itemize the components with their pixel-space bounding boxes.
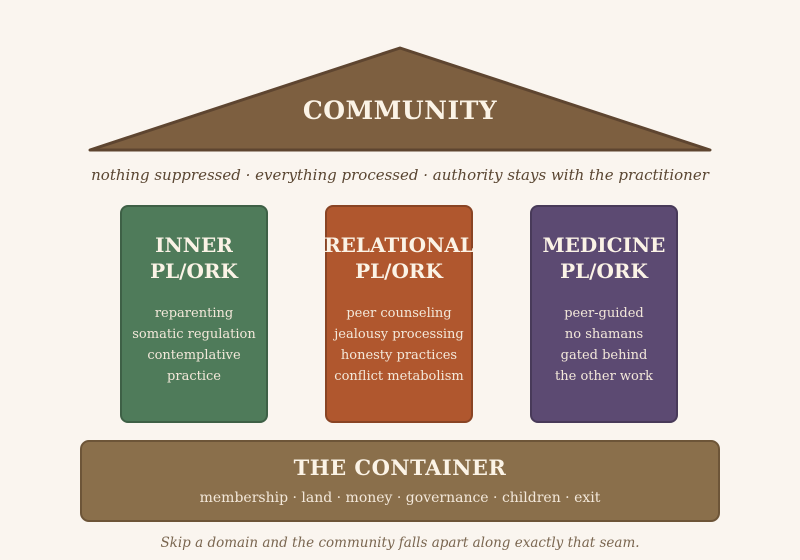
- pillar-items: peer-guided no shamans gated behind the …: [522, 303, 686, 387]
- pillar-item: honesty practices: [340, 348, 458, 363]
- pillar-medicine: MEDICINE PL/ORK peer-guided no shamans g…: [530, 205, 678, 423]
- pillar-item: reparenting: [154, 306, 234, 321]
- pillar-title: RELATIONAL PL/ORK: [324, 233, 474, 283]
- roof-shape: [88, 46, 712, 152]
- container-subtitle: membership · land · money · governance ·…: [199, 490, 601, 506]
- pillar-title: INNER PL/ORK: [150, 233, 238, 283]
- pillar-relational: RELATIONAL PL/ORK peer counseling jealou…: [324, 205, 474, 423]
- pillar-items: peer counseling jealousy processing hone…: [317, 303, 481, 387]
- pillar-item: no shamans: [564, 327, 644, 342]
- container-foundation: THE CONTAINER membership · land · money …: [80, 440, 720, 522]
- container-title: THE CONTAINER: [293, 455, 507, 480]
- roof-title: COMMUNITY: [302, 96, 498, 125]
- pillar-title: MEDICINE PL/ORK: [542, 233, 666, 283]
- pillar-item: the other work: [555, 369, 653, 384]
- tagline: nothing suppressed · everything processe…: [91, 166, 709, 184]
- pillar-item: contemplative: [147, 348, 241, 363]
- pillar-item: gated behind: [560, 348, 648, 363]
- pillar-item: somatic regulation: [132, 327, 256, 342]
- pillar-inner: INNER PL/ORK reparenting somatic regulat…: [120, 205, 268, 423]
- pillar-item: conflict metabolism: [334, 369, 464, 384]
- footer-caption: Skip a domain and the community falls ap…: [160, 535, 640, 551]
- pillar-item: peer counseling: [346, 306, 452, 321]
- pillar-items: reparenting somatic regulation contempla…: [112, 303, 276, 387]
- pillar-item: practice: [167, 369, 221, 384]
- pillar-item: peer-guided: [564, 306, 644, 321]
- pillar-item: jealousy processing: [334, 327, 464, 342]
